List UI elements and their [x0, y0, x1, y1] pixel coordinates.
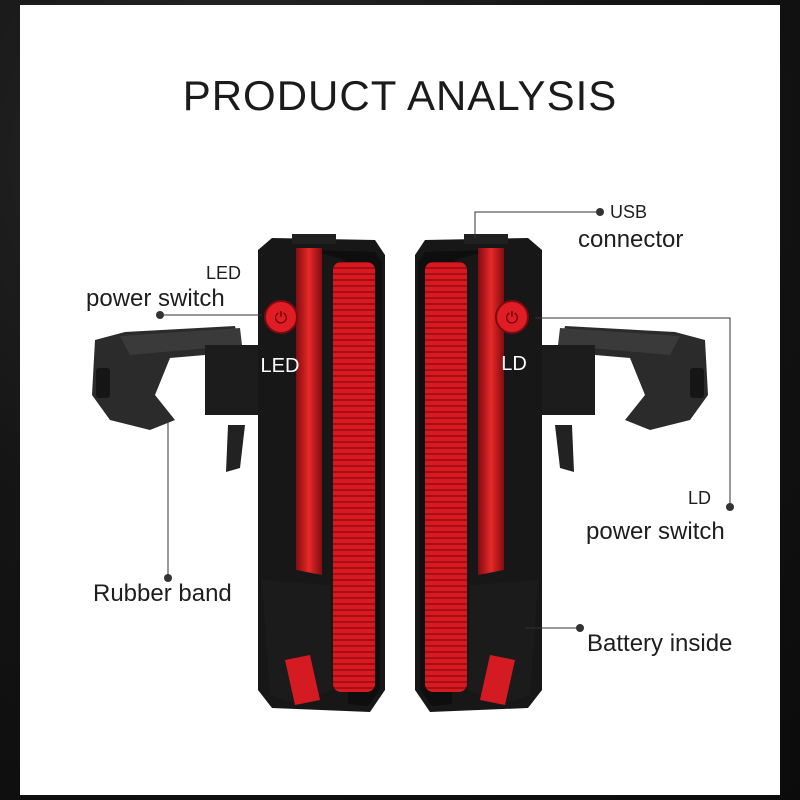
- left-button-text: LED: [261, 355, 300, 377]
- led-label-line1: LED: [206, 263, 242, 283]
- ld-label-line2: power switch: [586, 518, 725, 545]
- left-tail-light: [258, 234, 385, 712]
- usb-label-line1: USB: [610, 202, 648, 222]
- callout-dots: [156, 208, 734, 632]
- usb-connector-leader: [474, 211, 600, 238]
- page-title: PRODUCT ANALYSIS: [182, 72, 618, 119]
- led-label-line2: power switch: [86, 285, 225, 312]
- left-led-power-button: ⏻: [264, 300, 298, 334]
- rubber-band-label: Rubber band: [93, 580, 232, 607]
- right-tail-light: [415, 234, 542, 712]
- svg-text:⏻: ⏻: [506, 308, 519, 327]
- battery-inside-label: Battery inside: [587, 630, 733, 657]
- right-mount-clamp: [540, 326, 708, 472]
- svg-text:⏻: ⏻: [275, 308, 288, 327]
- callout-lines: [160, 211, 731, 629]
- right-ld-power-button: ⏻: [495, 300, 529, 334]
- right-button-text: LD: [501, 353, 527, 375]
- usb-label-line2: connector: [578, 226, 684, 253]
- ld-label-line1: LD: [688, 488, 712, 508]
- ld-switch-leader: [535, 317, 731, 505]
- left-mount-clamp: [92, 326, 260, 472]
